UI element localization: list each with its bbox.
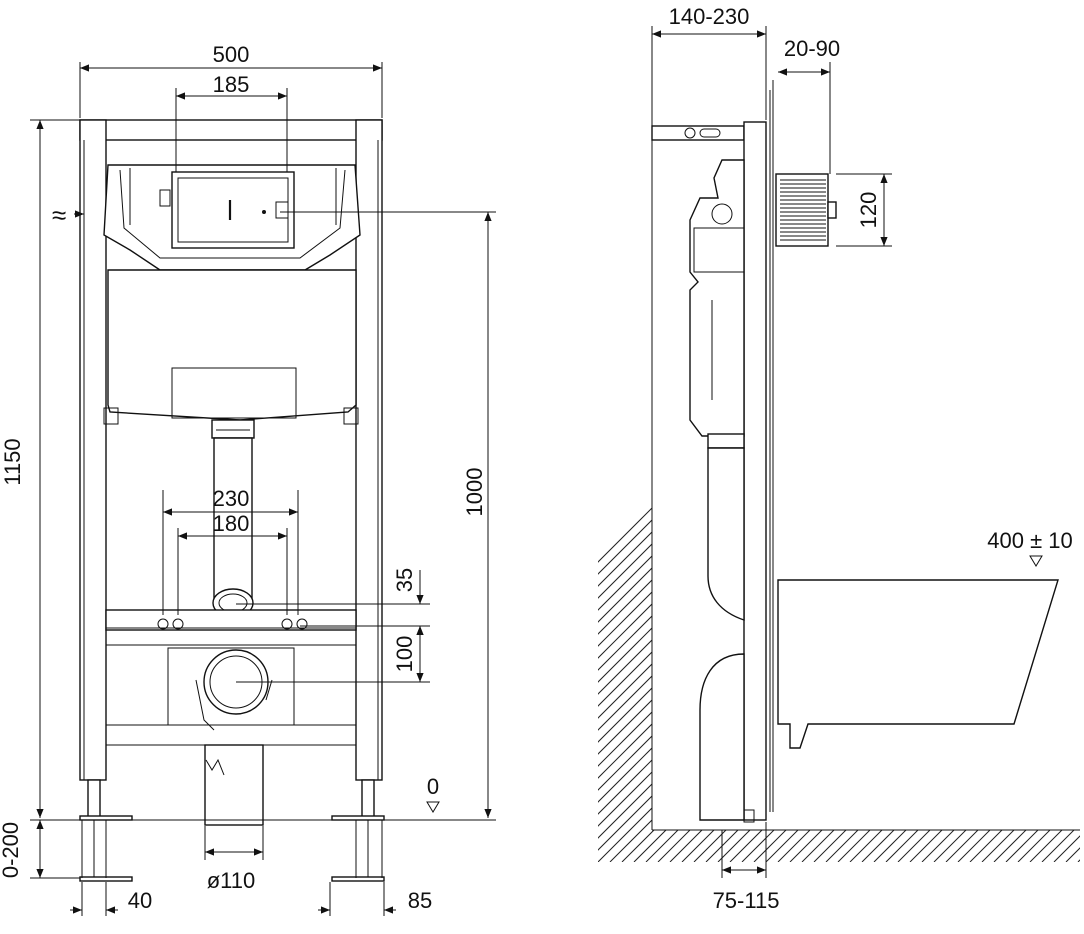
foot-offset-label: 40 xyxy=(128,888,152,913)
wall-bracket xyxy=(651,125,745,141)
wall-hung-bowl xyxy=(777,579,1059,749)
right-foot xyxy=(331,815,385,821)
bowl-height-label: 400 ± 10 xyxy=(987,528,1072,553)
cistern-side xyxy=(689,159,745,437)
fixing-outer-label: 230 xyxy=(213,486,250,511)
button-frame xyxy=(171,171,295,249)
leg-adjust-label: 0-200 xyxy=(0,822,23,878)
level-zero-label: 0 xyxy=(427,774,439,799)
cistern-body xyxy=(107,269,357,421)
frame-profile xyxy=(743,121,767,821)
button-width-label: 185 xyxy=(213,72,250,97)
bowl-level-icon xyxy=(1029,555,1043,567)
outlet-diameter-label: ø110 xyxy=(207,868,256,893)
fixing-inner-label: 180 xyxy=(213,511,250,536)
front-view: ≈ 500 185 1150 1000 230 180 xyxy=(0,42,496,916)
level-marker-icon xyxy=(426,801,440,813)
drain-bend-side xyxy=(699,653,745,821)
flush-button-side xyxy=(775,173,829,247)
height-label: 1150 xyxy=(0,438,25,485)
actuation-height-label: 1000 xyxy=(462,468,487,517)
outlet-projection-label: 75-115 xyxy=(713,888,780,913)
wall-gap-label: 140-230 xyxy=(669,4,750,29)
width-label: 500 xyxy=(213,42,250,67)
finish-thickness-label: 20-90 xyxy=(784,36,840,61)
side-view: 140-230 20-90 120 400 ± 10 75-115 xyxy=(598,4,1080,913)
left-foot xyxy=(79,815,133,821)
lower-rail xyxy=(105,724,357,746)
mounting-plate xyxy=(105,609,357,631)
button-height-label: 120 xyxy=(856,192,881,229)
top-rail xyxy=(79,119,383,141)
drain-pipe xyxy=(204,744,264,826)
foot-width-label: 85 xyxy=(408,888,432,913)
water-inlet-icon: ≈ xyxy=(52,200,66,230)
flush-pipe-side xyxy=(707,447,745,621)
drain-offset-label: 35 xyxy=(392,568,417,592)
drain-spacing-label: 100 xyxy=(392,636,417,673)
wall-hatch xyxy=(598,64,1080,862)
